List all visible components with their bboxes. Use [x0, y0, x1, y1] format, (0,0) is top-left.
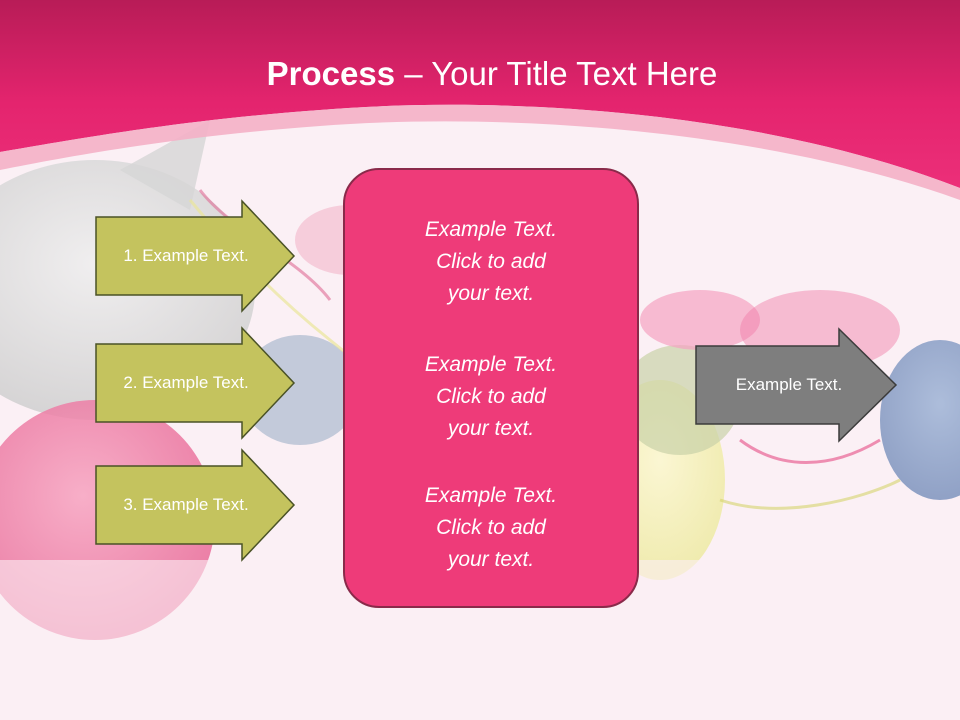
step-label-1: 1. Example Text. — [123, 246, 249, 265]
center-text-block-1[interactable]: Example Text. Click to add your text. — [345, 214, 637, 310]
center-text-line: Click to add — [436, 516, 546, 539]
right-arrow-icon — [695, 327, 898, 443]
center-text-line: your text. — [447, 548, 535, 571]
center-text-line: Click to add — [436, 250, 546, 273]
header-band — [0, 0, 960, 200]
step-label-3: 3. Example Text. — [123, 495, 249, 514]
slide-title: Process – Your Title Text Here — [0, 54, 960, 94]
right-arrow-icon — [95, 326, 296, 440]
step-arrow-3[interactable]: 3. Example Text. — [95, 448, 296, 562]
output-arrow[interactable]: Example Text. — [695, 327, 898, 443]
center-text-box[interactable]: Example Text. Click to add your text. Ex… — [343, 168, 639, 608]
center-text-line: your text. — [447, 417, 535, 440]
slide-title-bold: Process — [266, 55, 396, 92]
center-text-line: Example Text. — [424, 484, 558, 507]
step-label-2: 2. Example Text. — [123, 373, 249, 392]
center-text-line: Example Text. — [424, 353, 558, 376]
right-arrow-icon — [95, 199, 296, 313]
slide-title-rest: – Your Title Text Here — [395, 55, 718, 92]
step-arrow-2[interactable]: 2. Example Text. — [95, 326, 296, 440]
center-text-block-3[interactable]: Example Text. Click to add your text. — [345, 480, 637, 576]
step-arrow-1[interactable]: 1. Example Text. — [95, 199, 296, 313]
output-label: Example Text. — [735, 375, 843, 394]
center-text-line: Example Text. — [424, 218, 558, 241]
center-text-line: your text. — [447, 282, 535, 305]
center-text-block-2[interactable]: Example Text. Click to add your text. — [345, 349, 637, 445]
center-text-line: Click to add — [436, 385, 546, 408]
right-arrow-icon — [95, 448, 296, 562]
